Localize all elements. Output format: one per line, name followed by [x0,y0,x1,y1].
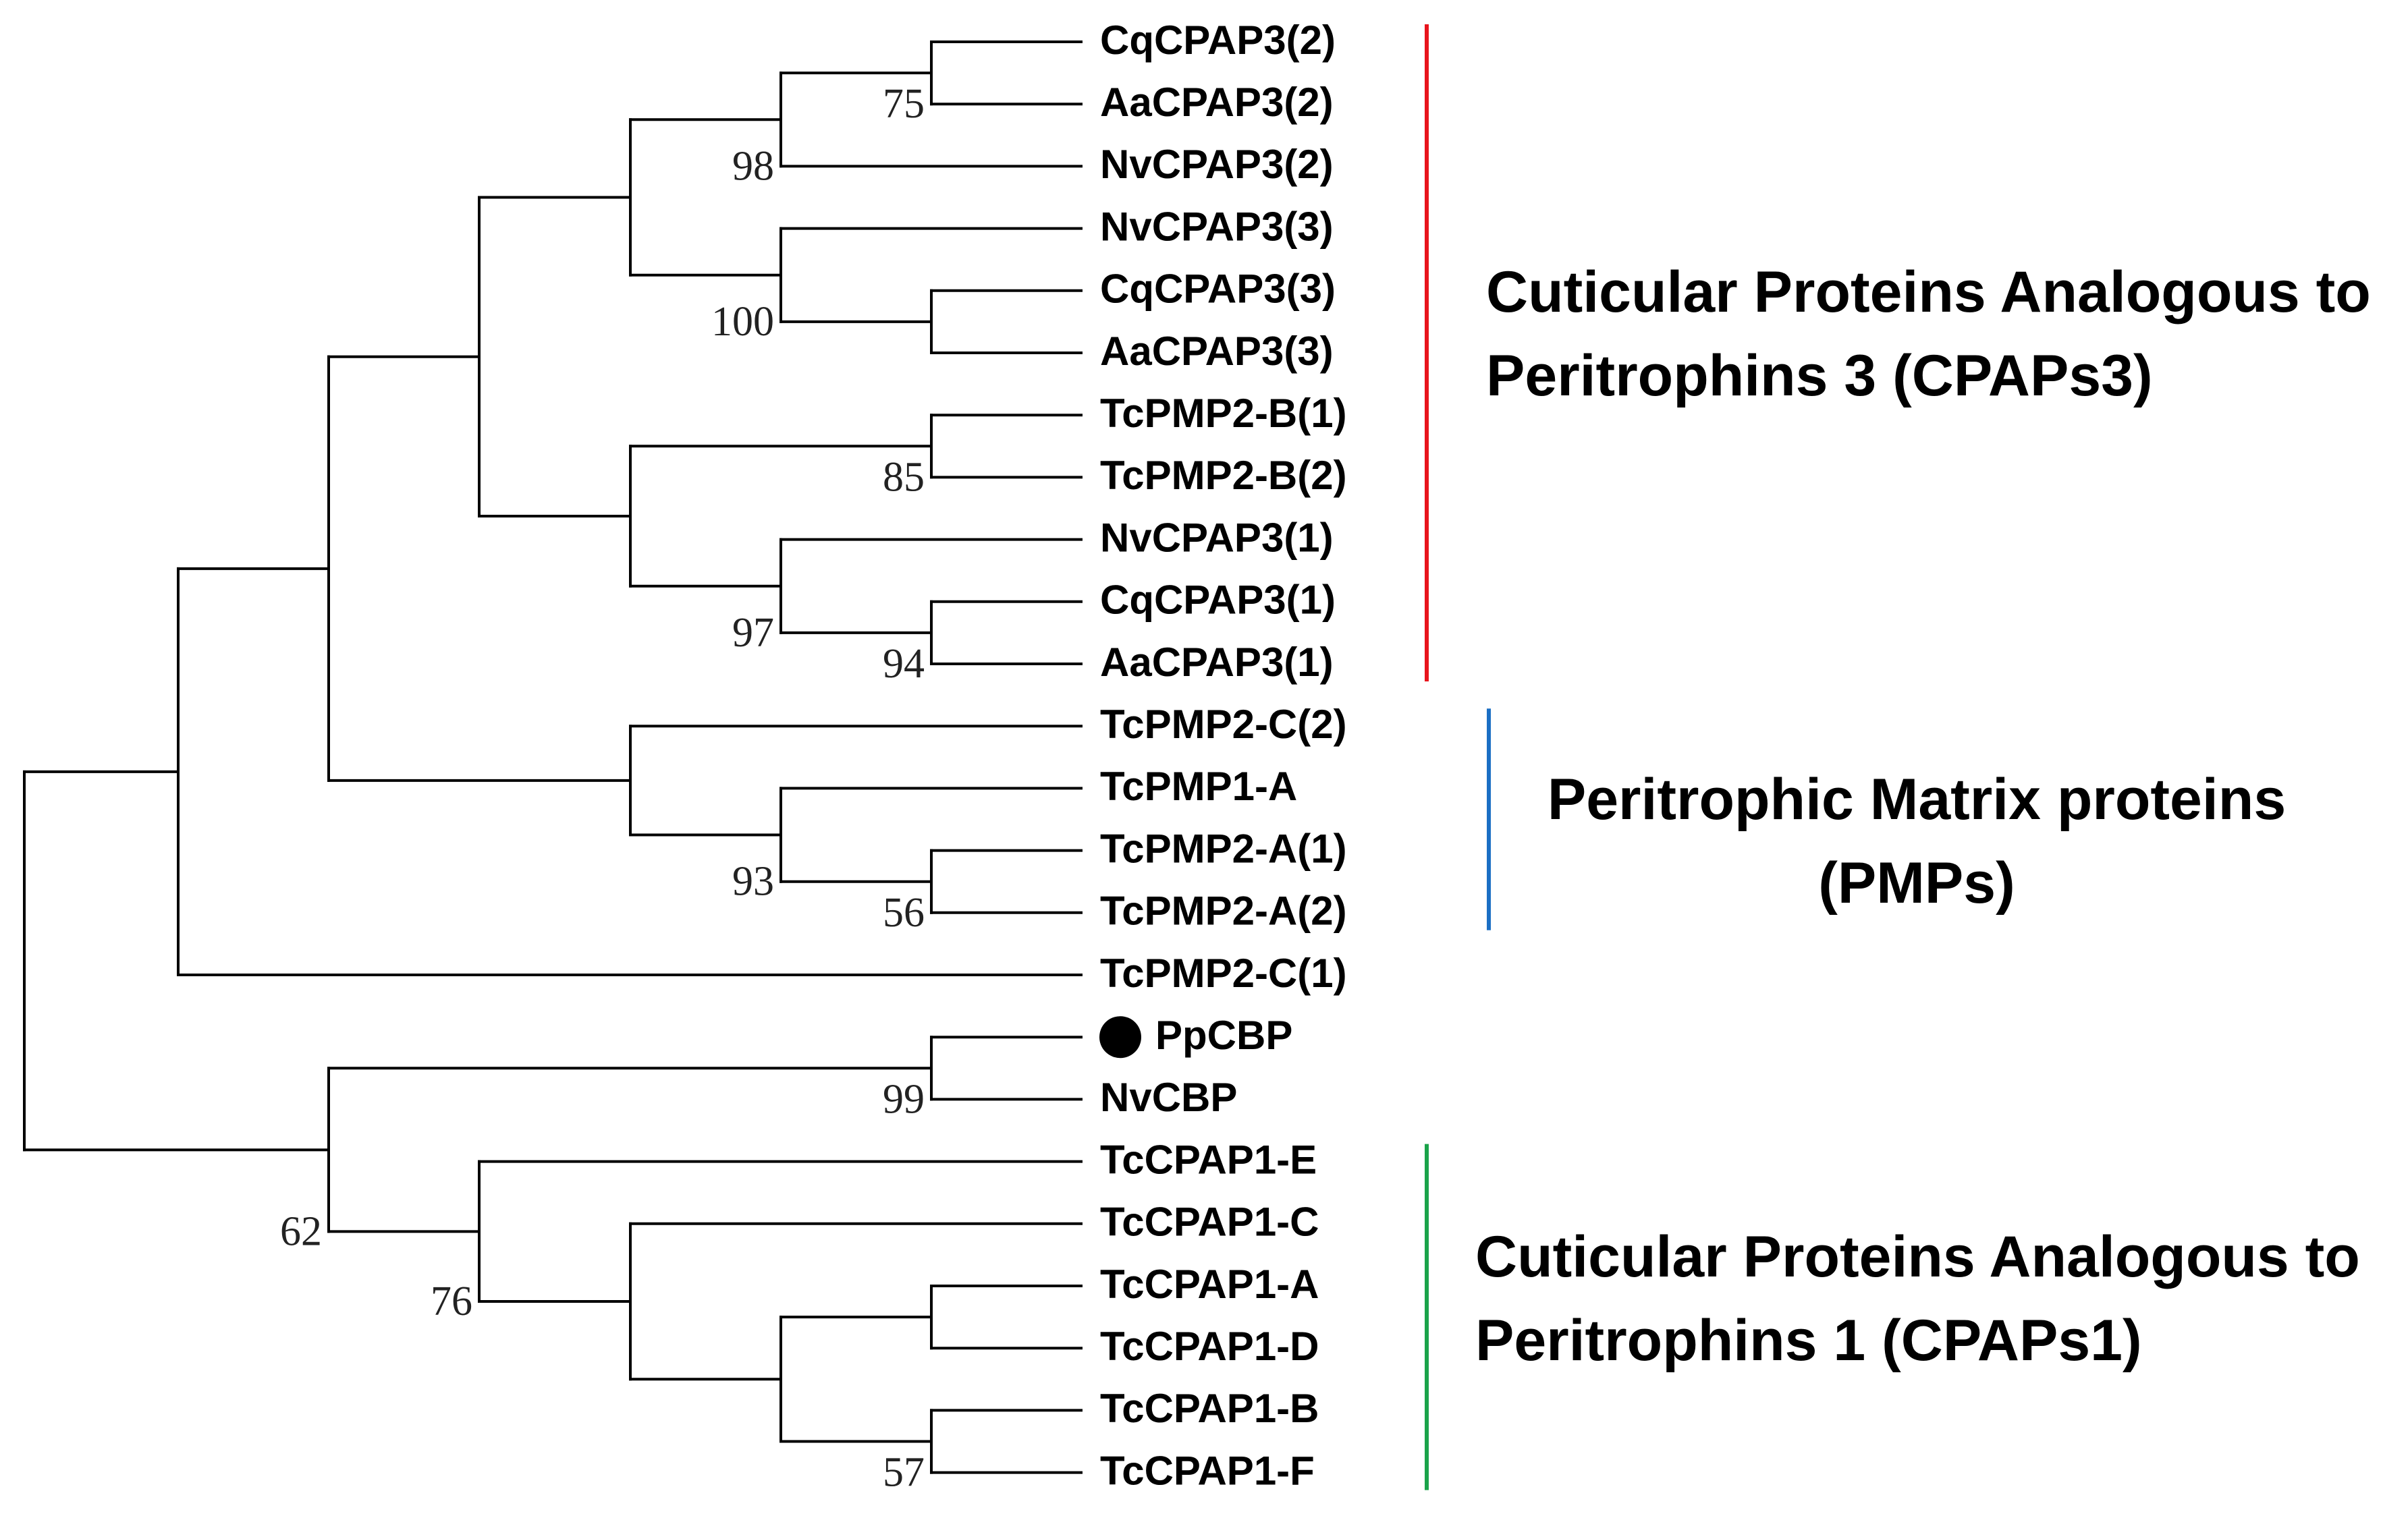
leaf-label-l19: TcCPAP1-E [1100,1137,1317,1182]
bootstrap-support-n17: 57 [883,1450,925,1496]
leaf-label-l18: NvCBP [1100,1075,1237,1120]
leaf-label-l20: TcCPAP1-C [1100,1200,1319,1245]
bootstrap-support-n16: 99 [883,1076,925,1122]
clade-label-pmps-line2: (PMPs) [1818,851,2015,916]
leaf-label-l9: NvCPAP3(1) [1100,515,1334,560]
highlight-dot-icon [1099,1016,1141,1059]
clade-label-cpaps3-line2: Peritrophins 3 (CPAPs3) [1486,343,2153,408]
leaf-label-l13: TcPMP1-A [1100,764,1297,809]
leaf-label-l1: CqCPAP3(2) [1100,18,1336,63]
leaf-label-l3: NvCPAP3(2) [1100,142,1334,187]
clade-label-pmps-line1: Peritrophic Matrix proteins [1548,767,2286,832]
leaf-label-l16: TcPMP2-C(1) [1100,951,1347,996]
leaf-label-l22: TcCPAP1-D [1100,1324,1319,1369]
tree-branches [23,40,1083,1474]
leaf-label-l2: AaCPAP3(2) [1100,80,1334,125]
leaf-label-l24: TcCPAP1-F [1100,1448,1315,1493]
leaf-label-l12: TcPMP2-C(2) [1100,702,1347,747]
clade-label-cpaps3-line1: Cuticular Proteins Analogous to [1486,260,2371,325]
leaf-label-l21: TcCPAP1-A [1100,1262,1319,1307]
support-values: 75 98 100 85 94 97 56 93 99 57 76 62 [280,81,925,1495]
leaf-label-l11: AaCPAP3(1) [1100,640,1334,685]
leaf-label-l23: TcCPAP1-B [1100,1386,1319,1431]
bootstrap-support-n2: 98 [732,143,774,189]
bootstrap-support-n1: 75 [883,81,925,127]
bootstrap-support-n21: 76 [431,1278,472,1324]
leaf-label-l15: TcPMP2-A(2) [1100,889,1347,934]
leaf-label-l6: AaCPAP3(3) [1100,329,1334,374]
clade-annotations: Cuticular Proteins Analogous to Peritroph… [1425,24,2371,1490]
clade-label-cpaps1-line2: Peritrophins 1 (CPAPs1) [1475,1308,2142,1373]
leaf-label-l7: TcPMP2-B(1) [1100,391,1347,436]
bootstrap-support-n11: 56 [883,890,925,936]
leaf-label-l17: PpCBP [1155,1013,1292,1058]
bootstrap-support-n22: 62 [280,1208,322,1254]
bootstrap-support-n7: 94 [883,641,925,687]
leaf-label-l14: TcPMP2-A(1) [1100,826,1347,871]
bootstrap-support-n12: 93 [732,859,774,905]
bootstrap-support-n4: 100 [711,299,774,345]
leaf-label-l10: CqCPAP3(1) [1100,578,1336,623]
bootstrap-support-n6: 85 [883,454,925,500]
leaf-label-l5: CqCPAP3(3) [1100,266,1336,312]
leaf-label-l8: TcPMP2-B(2) [1100,453,1347,498]
clade-label-cpaps1-line1: Cuticular Proteins Analogous to [1475,1225,2360,1289]
leaf-label-l4: NvCPAP3(3) [1100,204,1334,249]
leaf-labels: CqCPAP3(2) AaCPAP3(2) NvCPAP3(2) NvCPAP3(3)… [1099,18,1347,1493]
bootstrap-support-n8: 97 [732,610,774,656]
